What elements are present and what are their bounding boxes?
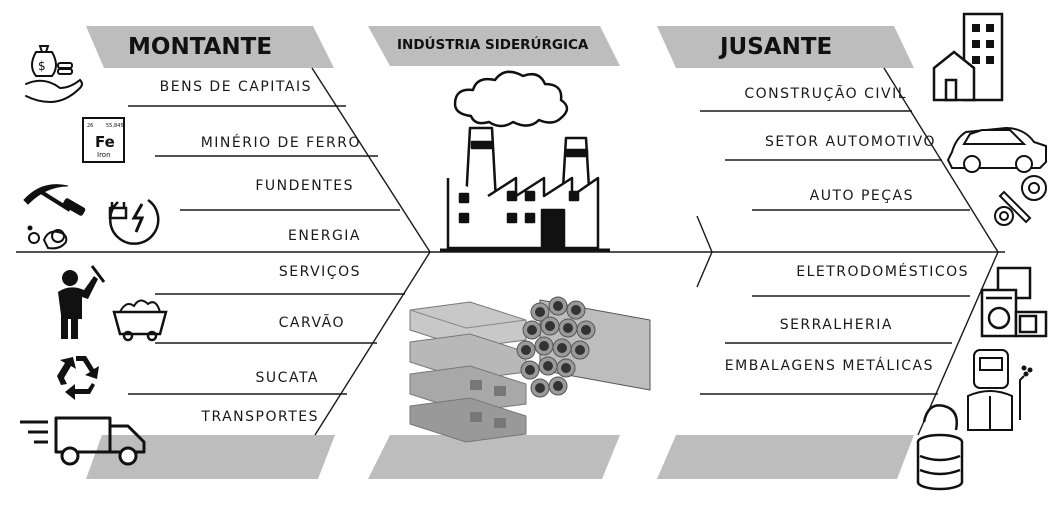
downstream-item-6: EMBALAGENS METÁLICAS — [724, 358, 934, 374]
upstream-item-7: SUCATA — [255, 370, 319, 386]
building-icon — [932, 12, 1004, 102]
steel-products-icon — [409, 296, 651, 443]
recycle-icon — [57, 356, 99, 400]
upstream-item-5: SERVIÇOS — [278, 264, 361, 280]
banner-industry-bottom — [368, 435, 620, 479]
can-icon — [916, 404, 964, 491]
upstream-item-3: FUNDENTES — [255, 178, 354, 194]
downstream-item-5: SERRALHERIA — [779, 317, 893, 333]
upstream-item-1: BENS DE CAPITAIS — [159, 79, 312, 95]
upstream-item-8: TRANSPORTES — [201, 409, 319, 425]
downstream-item-2: SETOR AUTOMOTIVO — [764, 134, 936, 150]
gear-wrench-icon — [994, 175, 1047, 226]
pickaxe-icon — [23, 184, 86, 250]
upstream-item-2: MINÉRIO DE FERRO — [200, 135, 361, 151]
flow-chevron — [696, 215, 713, 288]
banner-upstream-bottom — [86, 435, 335, 479]
coal-cart-icon — [112, 299, 168, 342]
upstream-item-6: CARVÃO — [278, 315, 345, 331]
banner-upstream-top — [86, 26, 334, 68]
iron-element-icon: 26 55,845 Fe Iron — [82, 117, 125, 163]
element-name: Iron — [97, 151, 111, 159]
banner-downstream-top — [657, 26, 914, 68]
banner-downstream-bottom — [657, 435, 914, 479]
downstream-diagonal-bottom — [917, 251, 999, 436]
upstream-item-4: ENERGIA — [288, 228, 361, 244]
downstream-item-3: AUTO PEÇAS — [809, 188, 914, 204]
car-icon — [946, 126, 1047, 173]
truck-icon — [20, 416, 146, 466]
upstream-diagonal-top — [311, 67, 431, 253]
welder-icon — [967, 349, 1033, 431]
element-symbol: Fe — [95, 133, 115, 151]
downstream-item-4: ELETRODOMÉSTICOS — [796, 264, 969, 280]
miner-icon — [58, 265, 106, 339]
banner-industry-top — [368, 26, 620, 66]
money-hand-icon: $ — [25, 45, 83, 104]
element-mass: 55,845 — [106, 123, 124, 129]
industry-header: INDÚSTRIA SIDERÚRGICA — [397, 37, 589, 53]
element-number: 26 — [87, 123, 93, 129]
downstream-header: JUSANTE — [720, 34, 833, 60]
downstream-item-1: CONSTRUÇÃO CIVIL — [744, 86, 907, 102]
factory-icon — [440, 70, 610, 252]
plug-energy-icon — [108, 198, 160, 245]
svg-text:$: $ — [38, 59, 46, 73]
upstream-header: MONTANTE — [128, 34, 273, 60]
appliances-icon — [980, 266, 1048, 338]
